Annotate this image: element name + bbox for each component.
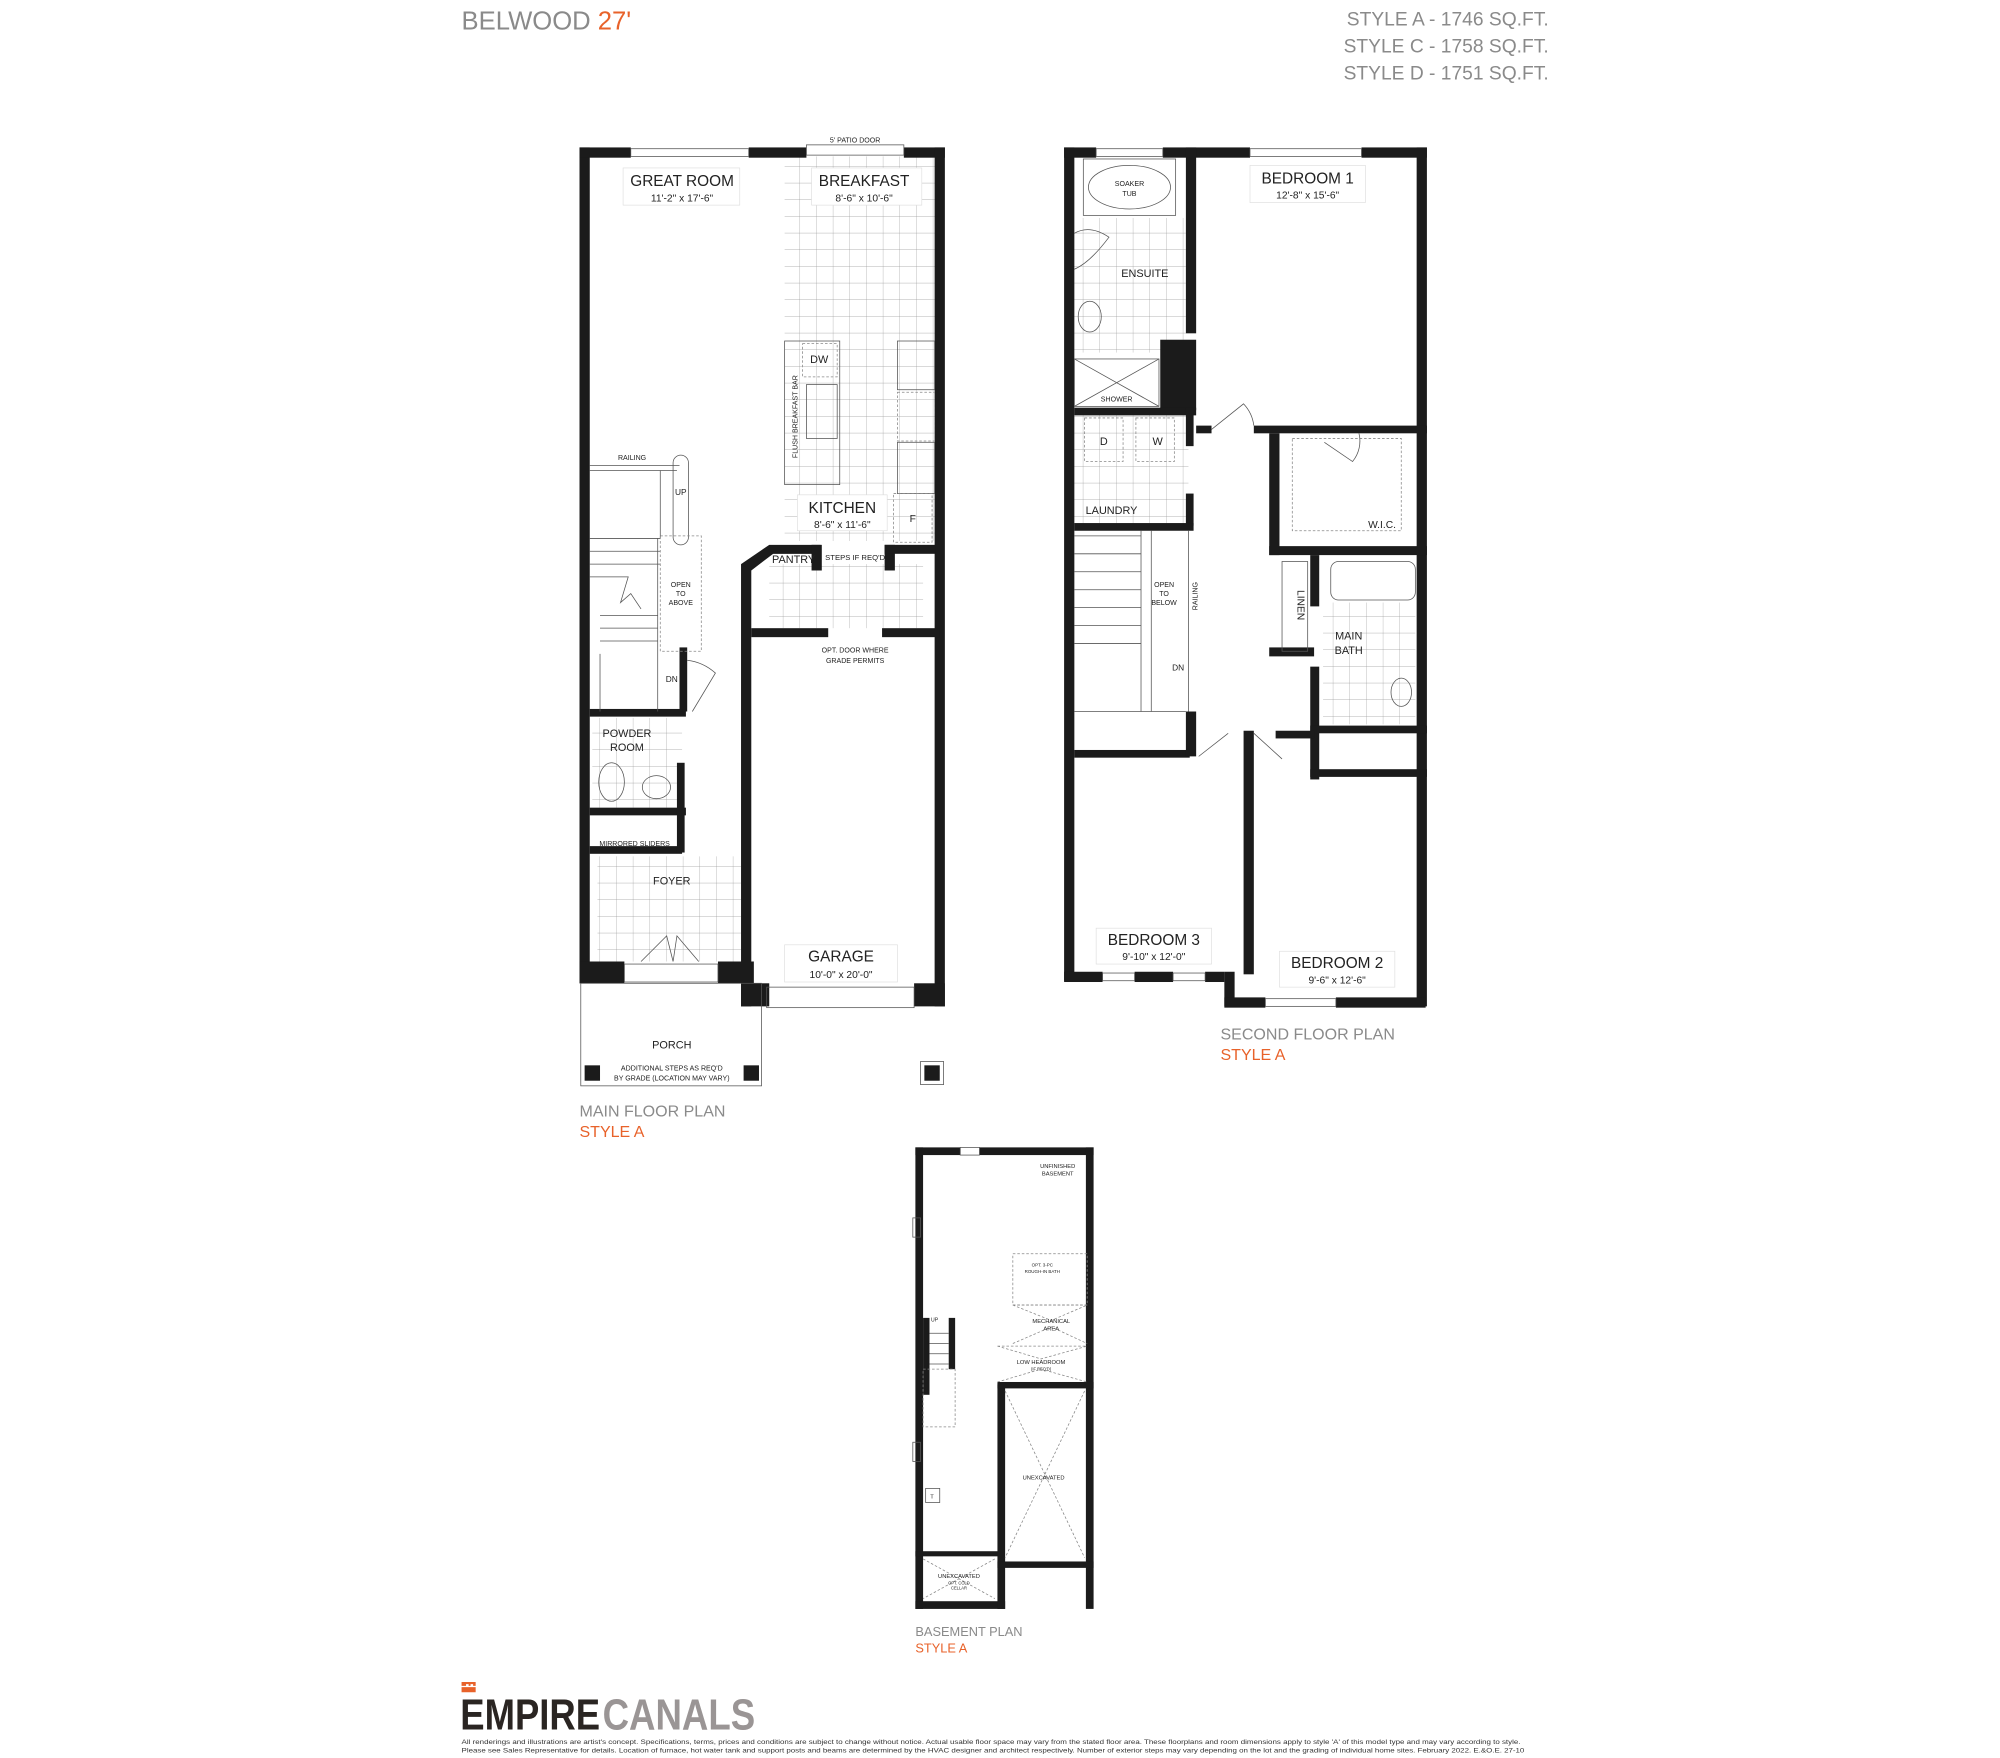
open-to-above-label-2: TO	[676, 591, 686, 598]
opt-door-label-2: GRADE PERMITS	[826, 658, 885, 665]
mechanical-1: MECHANICAL	[1032, 1319, 1070, 1325]
great-room-dims: 11'-2" x 17'-6"	[651, 193, 714, 204]
basement-labels: UNFINISHED BASEMENT OPT. 3-PC ROUGH-IN B…	[915, 1164, 1075, 1656]
steps-label: STEPS IF REQ'D	[825, 553, 885, 562]
basement-up-label: UP	[931, 1318, 939, 1324]
second-floor-plan	[1064, 147, 1427, 1008]
dishwasher-label: DW	[810, 354, 829, 366]
cold-cellar-3: CELLAR	[951, 1586, 967, 1591]
second-floor-title: SECOND FLOOR PLAN	[1221, 1026, 1395, 1044]
bedroom1-name: BEDROOM 1	[1262, 170, 1354, 187]
washer-label: W	[1153, 436, 1164, 448]
kitchen-name: KITCHEN	[809, 500, 876, 517]
brand-name-1: EMPIRE	[460, 1691, 600, 1739]
main-bath-label-2: BATH	[1335, 645, 1363, 657]
railing-label: RAILING	[618, 455, 646, 462]
brand-logo: EMPIRE CANALS	[460, 1681, 756, 1739]
second-floor-style: STYLE A	[1221, 1046, 1286, 1064]
bedroom2-name: BEDROOM 2	[1291, 955, 1383, 972]
brand-name-2: CANALS	[603, 1691, 756, 1739]
laundry-label: LAUNDRY	[1086, 505, 1139, 517]
style-c-area: STYLE C - 1758 SQ.FT.	[1344, 37, 1549, 58]
rough-in-1: OPT. 3-PC	[1032, 1263, 1054, 1268]
disclaimer-line-1: All renderings and illustrations are art…	[462, 1739, 1521, 1746]
cold-cellar-2: OPT. COLD	[948, 1581, 970, 1586]
main-floor-title: MAIN FLOOR PLAN	[580, 1103, 726, 1121]
second-floor-labels: SOAKER TUB BEDROOM 1 12'-8" x 15'-6" ENS…	[1086, 165, 1396, 1064]
bedroom3-dims: 9'-10" x 12'-0"	[1122, 952, 1185, 963]
stairs-down-label-2f: DN	[1172, 662, 1184, 672]
bedroom1-dims: 12'-8" x 15'-6"	[1276, 191, 1339, 202]
kitchen-dims: 8'-6" x 11'-6"	[814, 520, 871, 531]
disclaimer-line-2: Please see Sales Representative for deta…	[462, 1747, 1525, 1754]
open-to-below-label-1: OPEN	[1154, 582, 1174, 589]
cold-cellar-1: UNEXCAVATED	[938, 1574, 980, 1580]
dryer-label: D	[1100, 436, 1108, 448]
brand-mark-icon	[461, 1681, 476, 1693]
powder-room-label-1: POWDER	[602, 728, 651, 740]
main-floor-style: STYLE A	[580, 1123, 645, 1141]
opt-door-label-1: OPT. DOOR WHERE	[822, 648, 889, 655]
style-d-area: STYLE D - 1751 SQ.FT.	[1344, 63, 1549, 84]
main-bath-label-1: MAIN	[1335, 631, 1362, 643]
breakfast-name: BREAKFAST	[819, 173, 910, 190]
bedroom3-name: BEDROOM 3	[1108, 932, 1200, 949]
garage-name: GARAGE	[808, 948, 874, 965]
mechanical-2: AREA	[1043, 1327, 1059, 1333]
open-to-below-label-2: TO	[1159, 591, 1169, 598]
model-name: BELWOOD 27'	[462, 7, 632, 35]
open-to-above-label-3: ABOVE	[669, 600, 694, 607]
open-to-below-label-3: BELOW	[1151, 600, 1177, 607]
porch-note-2: BY GRADE (LOCATION MAY VARY)	[614, 1076, 730, 1083]
soaker-tub-label-2: TUB	[1122, 191, 1136, 198]
lot-size: 27'	[598, 7, 631, 35]
foyer-label: FOYER	[653, 876, 691, 888]
pantry-label: PANTRY	[772, 554, 816, 566]
soaker-tub-label-1: SOAKER	[1115, 181, 1144, 188]
style-a-area: STYLE A - 1746 SQ.FT.	[1347, 10, 1549, 31]
unfinished-basement-1: UNFINISHED	[1040, 1164, 1075, 1170]
garage-dims: 10'-0" x 20'-0"	[810, 970, 873, 981]
bedroom2-dims: 9'-6" x 12'-6"	[1308, 975, 1366, 986]
fridge-label: F	[910, 514, 916, 525]
water-tank-label: T	[930, 1495, 934, 1501]
breakfast-dims: 8'-6" x 10'-6"	[835, 193, 893, 204]
main-floor-plan	[579, 144, 945, 1087]
basement-title: BASEMENT PLAN	[915, 1624, 1022, 1639]
linen-label: LINEN	[1294, 590, 1305, 620]
basement-style: STYLE A	[915, 1640, 967, 1655]
rough-in-2: ROUGH-IN BATH	[1025, 1269, 1060, 1274]
stairs-down-label: DN	[666, 674, 678, 684]
ensuite-label: ENSUITE	[1121, 268, 1168, 280]
unfinished-basement-2: BASEMENT	[1042, 1172, 1074, 1178]
wic-label: W.I.C.	[1368, 520, 1396, 531]
unexcavated-label: UNEXCAVATED	[1023, 1475, 1065, 1481]
porch-label: PORCH	[652, 1040, 691, 1052]
low-headroom-1: LOW HEADROOM	[1017, 1360, 1066, 1366]
basement-plan	[912, 1147, 1094, 1609]
porch-note-1: ADDITIONAL STEPS AS REQ'D	[621, 1065, 723, 1072]
breakfast-bar-label: FLUSH BREAKFAST BAR	[792, 375, 799, 458]
low-headroom-2: (IF REQ'D)	[1031, 1366, 1052, 1371]
stairs-up-label: UP	[675, 487, 687, 497]
main-floor-labels: 5' PATIO DOOR GREAT ROOM 11'-2" x 17'-6"…	[580, 137, 923, 1141]
great-room-name: GREAT ROOM	[630, 173, 734, 190]
mirrored-sliders-label: MIRRORED SLIDERS	[599, 841, 670, 848]
powder-room-label-2: ROOM	[610, 742, 644, 754]
patio-door-label: 5' PATIO DOOR	[830, 137, 880, 144]
railing-label-2f: RAILING	[1192, 582, 1199, 610]
open-to-above-label-1: OPEN	[671, 582, 691, 589]
shower-label: SHOWER	[1101, 396, 1133, 403]
